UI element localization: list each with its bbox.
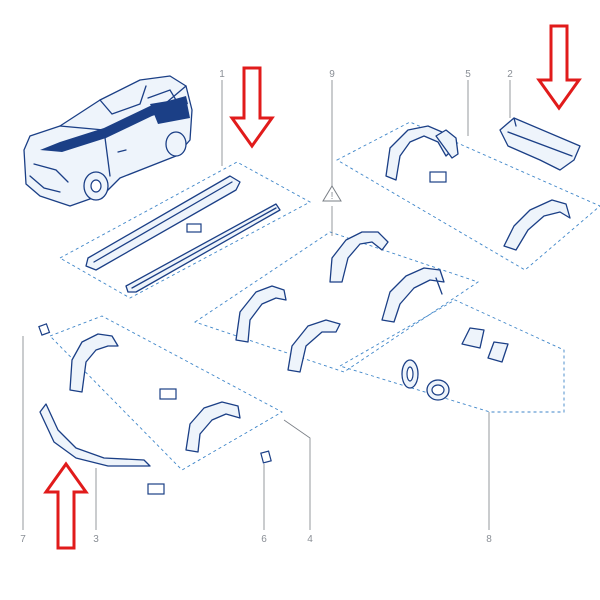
side-sill-parts xyxy=(85,175,281,293)
up-arrow-icon xyxy=(43,461,89,550)
callout-8: 8 xyxy=(486,534,492,545)
down-arrow-icon xyxy=(536,24,582,111)
warning-symbol: ! xyxy=(331,191,334,202)
clip-part-6 xyxy=(260,450,272,464)
group-outline-center-arches xyxy=(193,231,480,373)
leader-lines xyxy=(22,80,511,530)
front-arch-parts xyxy=(69,333,241,453)
trim-parts xyxy=(401,327,509,401)
rear-arch-parts xyxy=(385,125,571,251)
callout-6: 6 xyxy=(261,534,267,545)
rear-bumper-trim-part xyxy=(499,117,581,171)
group-outline-trims xyxy=(338,299,565,413)
callout-3: 3 xyxy=(93,534,99,545)
center-arch-parts xyxy=(235,231,445,373)
warning-triangle-icon: ! xyxy=(322,185,342,202)
down-arrow-icon xyxy=(229,66,275,149)
car-illustration xyxy=(23,75,193,207)
callout-4: 4 xyxy=(307,534,313,545)
callout-2: 2 xyxy=(507,69,513,80)
clip-part-7 xyxy=(38,323,51,336)
callout-1: 1 xyxy=(219,69,225,80)
callout-7: 7 xyxy=(20,534,26,545)
callout-labels: 1 9 5 2 7 3 6 4 8 xyxy=(20,69,513,545)
front-lip-part xyxy=(39,403,165,495)
group-outline-front-kit xyxy=(49,315,283,471)
group-outline-rear-arches xyxy=(336,121,600,271)
group-outline-sills xyxy=(59,161,311,299)
callout-9: 9 xyxy=(329,69,335,80)
callout-5: 5 xyxy=(465,69,471,80)
